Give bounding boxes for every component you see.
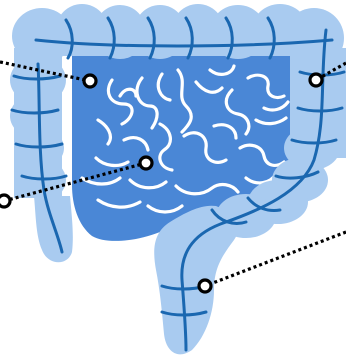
sigmoid-colon [154,206,238,355]
